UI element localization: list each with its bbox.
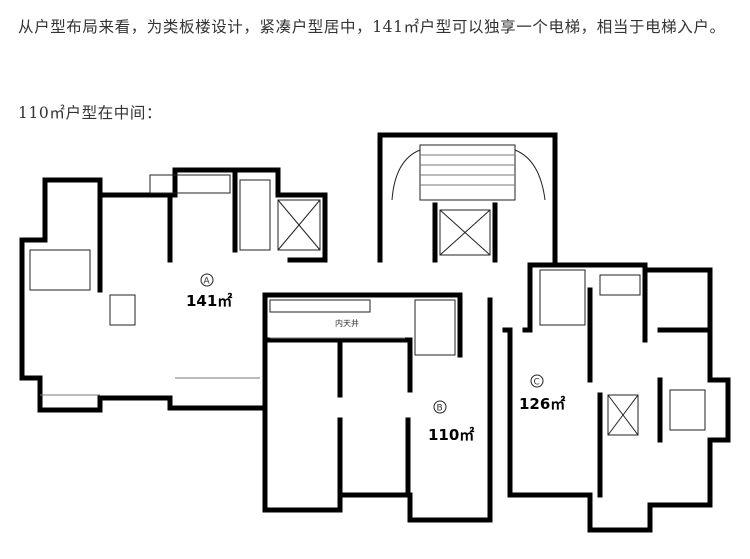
svg-text:C: C	[534, 378, 540, 388]
unit-c-label: C 126㎡	[519, 374, 565, 413]
section-paragraph: 110㎡户型在中间：	[18, 104, 163, 122]
floor-plan: 内天井 A 141㎡ B 110㎡ C 126㎡	[19, 132, 731, 533]
unit-b-walls: 内天井	[262, 292, 493, 523]
unit-a-label: A 141㎡	[186, 273, 232, 310]
svg-text:B: B	[437, 404, 443, 414]
unit-a-walls	[19, 167, 328, 413]
intro-paragraph: 从户型布局来看，为类板楼设计，紧凑户型居中，141㎡户型可以独享一个电梯，相当于…	[18, 18, 726, 36]
unit-b-label: B 110㎡	[428, 400, 474, 444]
svg-text:110㎡: 110㎡	[428, 426, 474, 444]
svg-text:141㎡: 141㎡	[186, 292, 232, 310]
svg-text:126㎡: 126㎡	[519, 395, 565, 413]
unit-c-walls	[502, 262, 731, 533]
svg-text:A: A	[204, 277, 211, 287]
courtyard-label: 内天井	[335, 318, 359, 328]
core-walls	[377, 132, 558, 263]
